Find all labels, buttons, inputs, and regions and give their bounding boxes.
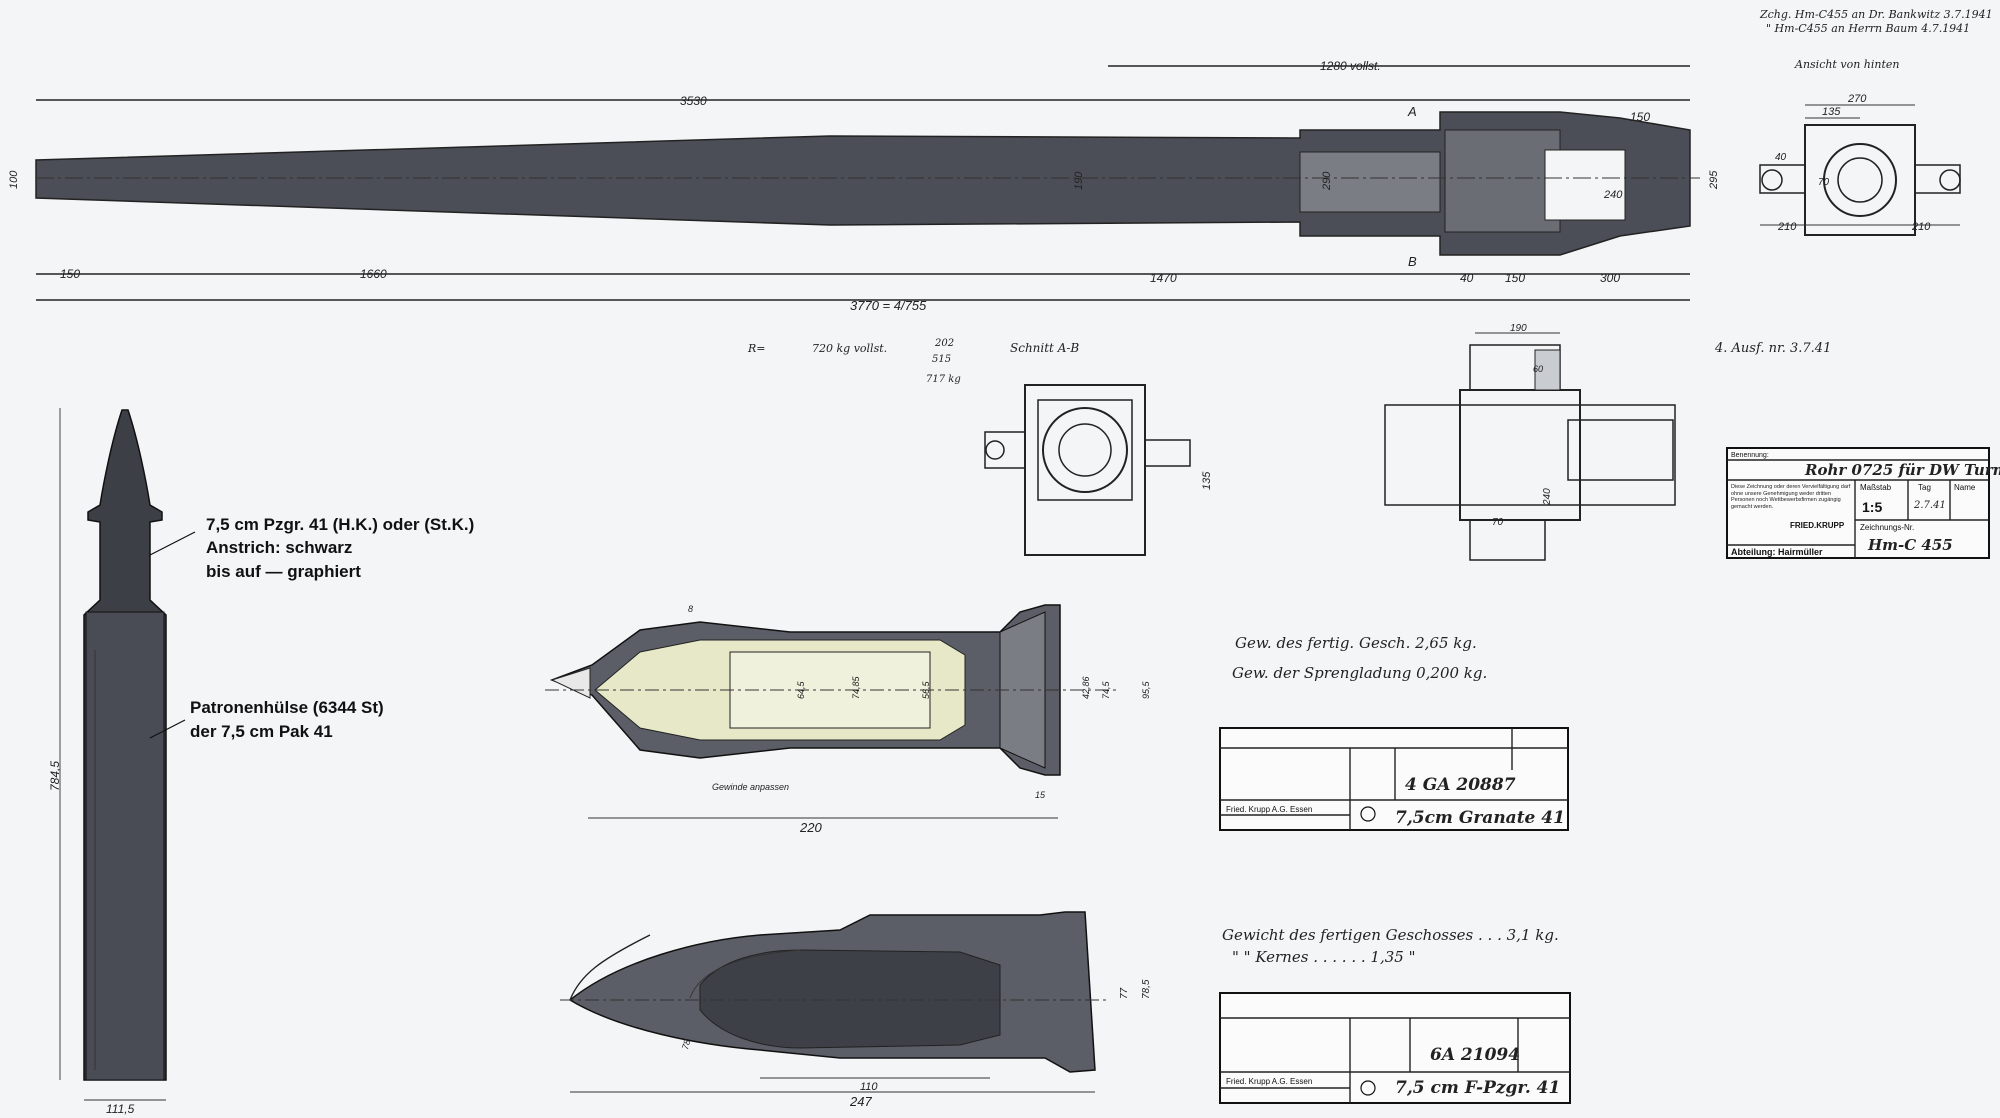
section-side-dim: 135 <box>1201 471 1213 490</box>
main-title-block: Benennung: Rohr 0725 für DW Turm Maßstab… <box>1726 447 2000 559</box>
dim-liner: 1280 vollst. <box>1320 59 1381 73</box>
shell2-weight-1: Gewicht des fertigen Geschosses . . . 3,… <box>1222 926 1559 944</box>
approx-c: 717 kg <box>926 374 961 385</box>
dim-breech-h: 295 <box>1708 170 1720 190</box>
barrel-drawing: 3530 1280 vollst. 150 1660 1470 40 150 3… <box>8 59 1720 313</box>
dim-diam-1: 190 <box>1073 171 1085 190</box>
dim-overall: 3530 <box>680 94 707 108</box>
cartridge-label-5: der 7,5 cm Pak 41 <box>190 722 333 741</box>
tb-pzgr-name: 7,5 cm F-Pzgr. 41 <box>1395 1078 1560 1098</box>
tb-g41-number: 4 GA 20887 <box>1405 775 1516 795</box>
header-note-1: Zchg. Hm-C455 an Dr. Bankwitz 3.7.1941 <box>1759 8 1993 21</box>
shell2-d2: 78,5 <box>1141 979 1152 999</box>
r-note: R= <box>747 342 766 355</box>
dim-top-rear: 150 <box>1630 110 1650 124</box>
title-block-granate-41: 4 GA 20887 7,5cm Granate 41 Fried. Krupp… <box>1219 727 1569 831</box>
tb-main-scale: 1:5 <box>1862 499 1882 515</box>
cartridge-label-3: bis auf — graphiert <box>206 562 361 581</box>
tb-main-dept: Abteilung: Hairmüller <box>1731 547 1823 557</box>
approx-a: 202 <box>934 338 954 349</box>
shell2-length: 247 <box>849 1094 872 1109</box>
tb-main-firm: FRIED.KRUPP <box>1790 521 1845 530</box>
tb-g41-name: 7,5cm Granate 41 <box>1395 808 1565 828</box>
cross-section-drawing: 190 60 240 70 <box>1384 323 1676 561</box>
shell-granate-41: 220 64,5 74,85 56,5 42,86 74,5 95,5 15 8… <box>545 604 1487 835</box>
section-label-a: A <box>1407 104 1417 119</box>
title-block-pzgr-41: 6A 21094 7,5 cm F-Pzgr. 41 Fried. Krupp … <box>1219 992 1571 1104</box>
shell1-weight-2: Gew. der Sprengladung 0,200 kg. <box>1232 664 1487 682</box>
tb-main-legal: Diese Zeichnung oder deren Vervielfältig… <box>1731 484 1851 510</box>
shell1-d2: 74,85 <box>851 675 861 699</box>
cross-side: 60 <box>1533 364 1543 374</box>
shell1-small: 15 <box>1035 790 1046 800</box>
shell1-weight-1: Gew. des fertig. Gesch. 2,65 kg. <box>1235 634 1477 652</box>
dim-rear: 1470 <box>1150 271 1177 285</box>
tb-main-date: 2.7.41 <box>1913 500 1946 511</box>
dim-bore: 100 <box>8 170 20 189</box>
date-note: 4. Ausf. nr. 3.7.41 <box>1714 341 1831 356</box>
tb-pzgr-firm: Fried. Krupp A.G. Essen <box>1226 1077 1312 1086</box>
dim-breech-d: 240 <box>1603 189 1623 201</box>
rear-right-arm: 210 <box>1911 221 1931 233</box>
cartridge-length: 784,5 <box>48 761 62 791</box>
section-ab-title: Schnitt A-B <box>1010 341 1079 355</box>
cross-h: 240 <box>1542 488 1553 506</box>
rear-mid: 70 <box>1818 177 1830 188</box>
shell1-d1: 64,5 <box>796 680 806 699</box>
dim-diam-2: 290 <box>1321 171 1333 191</box>
dim-d3: 300 <box>1600 271 1620 285</box>
tb-main-drawing-no-label: Zeichnungs-Nr. <box>1860 523 1914 532</box>
tb-main-header: Benennung: <box>1731 452 1769 459</box>
shell1-note: Gewinde anpassen <box>712 782 789 792</box>
cross-low: 70 <box>1492 517 1504 528</box>
weight-note: 720 kg vollst. <box>812 342 887 355</box>
cartridge-label-1: 7,5 cm Pzgr. 41 (H.K.) oder (St.K.) <box>206 515 474 534</box>
shell2-d1: 77 <box>1119 987 1130 999</box>
tb-main-date-label: Tag <box>1918 483 1931 492</box>
tb-g41-firm: Fried. Krupp A.G. Essen <box>1226 805 1312 814</box>
cross-top: 190 <box>1510 323 1527 334</box>
tb-main-scale-label: Maßstab <box>1860 483 1892 492</box>
shell1-d3: 56,5 <box>921 680 931 699</box>
dim-d1: 40 <box>1460 271 1474 285</box>
shell1-d6: 95,5 <box>1141 680 1151 699</box>
shell1-d5: 74,5 <box>1101 680 1111 699</box>
header-note-2: " Hm-C455 an Herrn Baum 4.7.1941 <box>1766 22 1970 35</box>
rear-view-drawing: Ansicht von hinten 270 135 210 210 70 40 <box>1759 58 1961 236</box>
dim-muzzle: 150 <box>60 267 80 281</box>
tb-main-drawing-no: Hm-C 455 <box>1867 536 1953 554</box>
cartridge-drawing: 7,5 cm Pzgr. 41 (H.K.) oder (St.K.) Anst… <box>48 408 474 1116</box>
rear-view-title: Ansicht von hinten <box>1794 58 1899 71</box>
rear-side: 40 <box>1775 152 1787 163</box>
cartridge-base: 111,5 <box>106 1102 135 1116</box>
approx-b: 515 <box>932 354 951 365</box>
shell-pzgr-41: 247 110 77 78,5 78 Gewicht des fertigen … <box>560 911 1559 1109</box>
tb-main-name: Rohr 0725 für DW Turm <box>1804 461 2000 479</box>
cartridge-label-2: Anstrich: schwarz <box>206 538 352 557</box>
cartridge-label-4: Patronenhülse (6344 St) <box>190 698 384 717</box>
shell2-side: 78 <box>680 1038 692 1050</box>
dim-total: 3770 = 4/755 <box>850 298 927 313</box>
shell1-d4: 42,86 <box>1081 676 1091 699</box>
tb-pzgr-number: 6A 21094 <box>1430 1045 1520 1065</box>
dim-taper: 1660 <box>360 267 387 281</box>
tb-main-name-label: Name <box>1954 483 1976 492</box>
shell1-angle: 8 <box>688 604 693 614</box>
rear-width-inner: 135 <box>1822 106 1841 118</box>
shell2-inner: 110 <box>860 1081 878 1093</box>
shell2-weight-2: " " Kernes . . . . . . 1,35 " <box>1232 948 1415 966</box>
rear-left-arm: 210 <box>1777 221 1797 233</box>
rear-width-outer: 270 <box>1847 93 1867 105</box>
section-label-b: B <box>1408 254 1417 269</box>
dim-d2: 150 <box>1505 271 1525 285</box>
section-ab-group: R= 720 kg vollst. 202 515 717 kg Schnitt… <box>747 338 1831 556</box>
shell1-length: 220 <box>799 820 822 835</box>
